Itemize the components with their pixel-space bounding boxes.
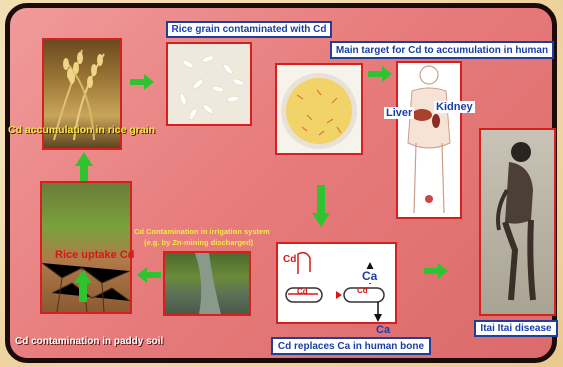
kidney-label: Kidney	[434, 101, 475, 113]
irrigation-contamination-label-1: Cd Contamination in irrigation system	[134, 227, 270, 236]
rice-grain-contaminated-label: Rice grain contaminated with Cd	[166, 21, 332, 38]
liver-label: Liver	[384, 107, 414, 119]
arrow-up-paddy	[74, 270, 92, 302]
bone-cd-top-label: Cd	[283, 254, 296, 265]
cooked-rice-photo	[275, 63, 363, 155]
rice-grains-illustration	[168, 44, 250, 124]
cd-accumulation-rice-label: Cd accumulation in rice grain	[8, 124, 155, 136]
cd-replaces-ca-label: Cd replaces Ca in human bone	[271, 337, 431, 355]
arrow-left-canal	[137, 267, 161, 283]
arrow-right-2	[368, 66, 392, 82]
human-organs-illustration	[396, 61, 462, 219]
irrigation-contamination-label-2: (e.g. by Zn-mining discharged)	[144, 238, 253, 247]
itai-itai-label: Itai Itai disease	[474, 320, 558, 337]
rice-uptake-label: Rice uptake Cd	[55, 249, 134, 261]
paddy-soil-label: Cd contamination in paddy soil	[15, 336, 163, 347]
rice-grain-photo	[166, 42, 252, 126]
canal-illustration	[165, 253, 249, 314]
bone-ca-top-label: Ca	[360, 269, 379, 283]
arrow-right-3	[424, 263, 448, 279]
bone-ca-bottom-label: Ca	[376, 324, 390, 336]
patient-silhouette	[481, 130, 554, 314]
itai-itai-patient-photo	[479, 128, 556, 316]
human-body-figure	[398, 63, 460, 217]
bone-cd-label-2: Cd	[357, 286, 368, 295]
main-target-label: Main target for Cd to accumulation in hu…	[330, 41, 554, 59]
arrow-right-1	[130, 74, 154, 90]
arrow-down-center	[312, 185, 330, 227]
bone-cd-label-1: Cd	[297, 287, 308, 296]
irrigation-canal-photo	[163, 251, 251, 316]
rice-bowl-illustration	[277, 65, 361, 153]
